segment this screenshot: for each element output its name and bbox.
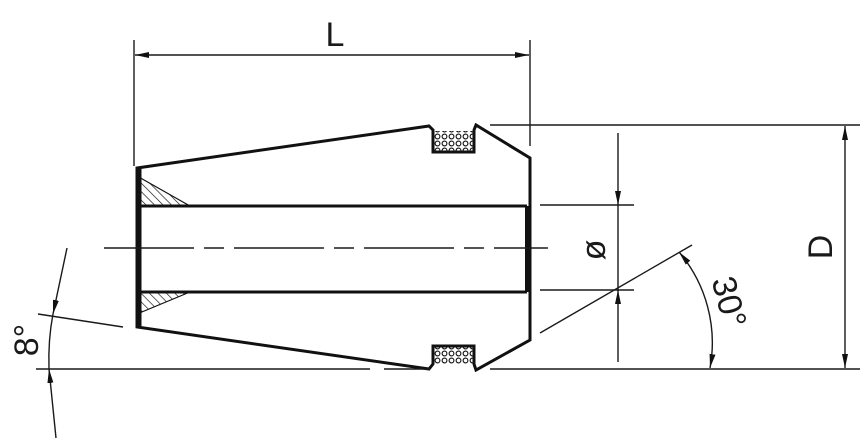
length-label: L <box>326 16 345 54</box>
length-dimension: L <box>133 16 531 166</box>
taper-angle-label: 8° <box>8 324 46 357</box>
knurled-groove-bottom <box>433 347 474 364</box>
taper-angle-arrow-bottom <box>47 368 57 439</box>
taper-angle-arc <box>48 313 54 370</box>
chamfer-hatch-top <box>136 174 193 207</box>
collet-body <box>104 122 548 373</box>
taper-angle-arrow-top <box>52 247 68 315</box>
outer-diameter-dimension: D <box>802 126 848 368</box>
taper-angle-dimension: 8° <box>8 247 124 439</box>
nose-angle-arc <box>678 251 716 369</box>
nose-angle-line <box>539 244 693 334</box>
chamfer-hatch-bottom <box>136 291 191 315</box>
nose-angle-dimension: 30° <box>539 244 754 369</box>
bore-diameter-dimension: ø <box>540 133 634 362</box>
bore-diameter-label: ø <box>575 240 613 261</box>
outer-diameter-label: D <box>802 235 840 260</box>
knurled-groove-top <box>433 131 474 152</box>
